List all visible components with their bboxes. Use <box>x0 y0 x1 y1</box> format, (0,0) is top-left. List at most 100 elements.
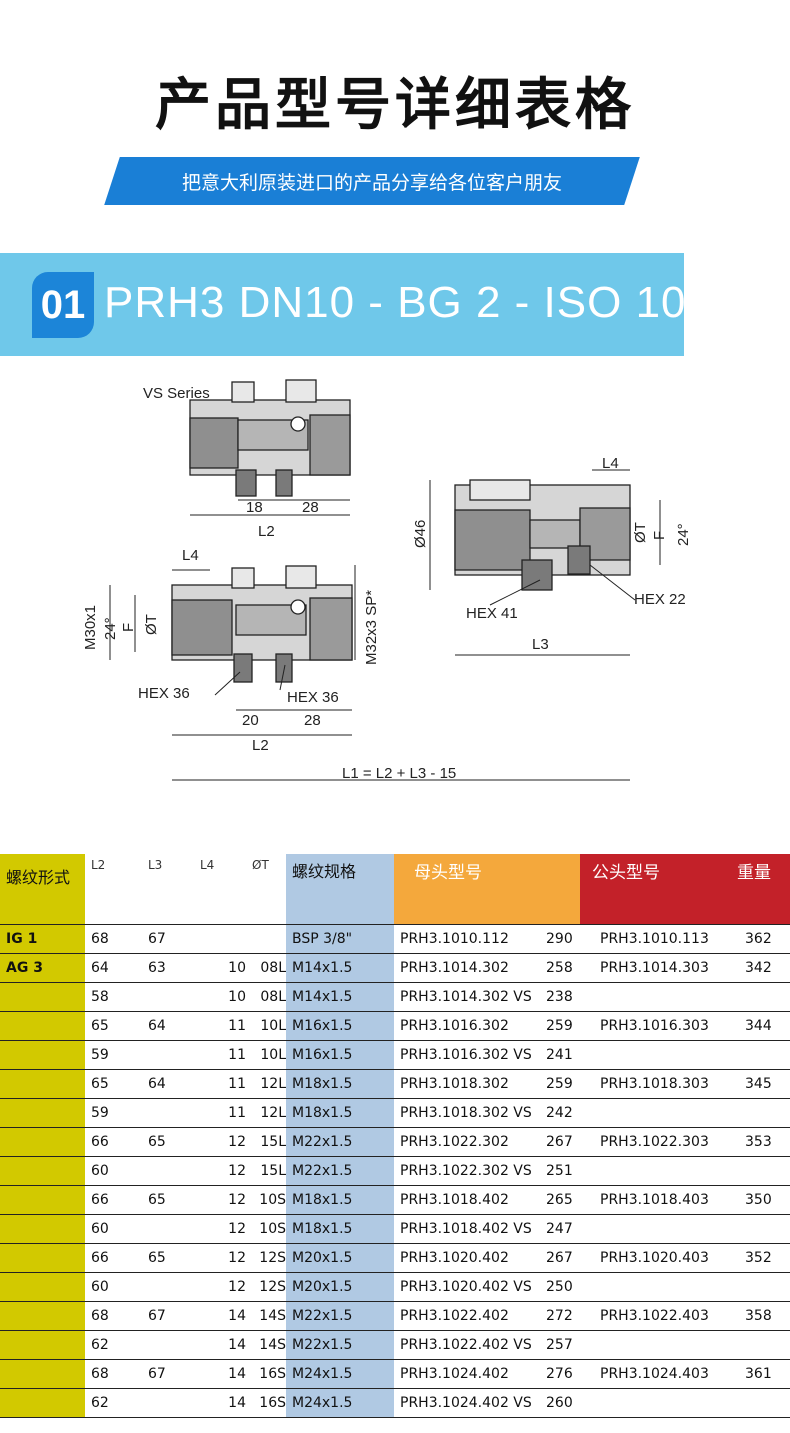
cell-female-weight: 290 <box>540 924 580 954</box>
cell-l3 <box>142 1040 194 1070</box>
dim-46: Ø46 <box>412 520 429 548</box>
cell-l2: 66 <box>85 1127 142 1157</box>
cell-l3: 63 <box>142 953 194 983</box>
cell-l3 <box>142 1098 194 1128</box>
cell-l3: 64 <box>142 1069 194 1099</box>
type-cell <box>0 1185 85 1215</box>
cell-female-weight: 247 <box>540 1214 580 1244</box>
cell-thread-spec: M16x1.5 <box>286 1011 394 1041</box>
type-cell <box>0 1330 85 1360</box>
type-cell <box>0 1156 85 1186</box>
col-l3: L3 <box>142 854 194 925</box>
cell-ot: 14S <box>246 1301 286 1331</box>
cell-male-model: PRH3.1014.303 <box>580 953 725 983</box>
col-thread-type: 螺纹形式 <box>0 854 85 925</box>
dim-l2-top: L2 <box>258 523 275 540</box>
type-cell <box>0 1069 85 1099</box>
cell-male-weight <box>725 1040 790 1070</box>
cell-male-weight <box>725 982 790 1012</box>
cell-female-model: PRH3.1024.402 <box>394 1359 540 1389</box>
cell-male-weight <box>725 1214 790 1244</box>
cell-male-weight <box>725 1156 790 1186</box>
cell-ot: 16S <box>246 1388 286 1418</box>
subtitle-banner: 把意大利原装进口的产品分享给各位客户朋友 <box>104 157 640 205</box>
cell-ot: 08L <box>246 982 286 1012</box>
cell-l3: 67 <box>142 1359 194 1389</box>
type-cell <box>0 1243 85 1273</box>
cell-male-model <box>580 1098 725 1128</box>
cell-female-model: PRH3.1014.302 VS <box>394 982 540 1012</box>
cell-l3 <box>142 1214 194 1244</box>
dim-f-left: F <box>120 623 137 632</box>
cell-l4: 10 <box>194 953 246 983</box>
cell-thread-spec: M24x1.5 <box>286 1388 394 1418</box>
col-male: 公头型号 <box>580 854 725 925</box>
cell-male-model: PRH3.1010.113 <box>580 924 725 954</box>
cell-male-model: PRH3.1018.403 <box>580 1185 725 1215</box>
cell-female-model: PRH3.1014.302 <box>394 953 540 983</box>
cell-male-model: PRH3.1018.303 <box>580 1069 725 1099</box>
dim-l4-left: L4 <box>182 547 199 564</box>
cell-l2: 59 <box>85 1040 142 1070</box>
cell-l2: 62 <box>85 1330 142 1360</box>
col-l2: L2 <box>85 854 142 925</box>
vs-series-label: VS Series <box>143 385 210 402</box>
cell-female-model: PRH3.1020.402 <box>394 1243 540 1273</box>
type-cell <box>0 1272 85 1302</box>
dim-24-left: 24° <box>102 617 119 640</box>
cell-l3 <box>142 1272 194 1302</box>
cell-male-model <box>580 1214 725 1244</box>
cell-l4: 12 <box>194 1127 246 1157</box>
cell-male-model <box>580 1040 725 1070</box>
dim-20: 20 <box>242 712 259 729</box>
dim-28-top: 28 <box>302 499 319 516</box>
cell-male-model <box>580 1156 725 1186</box>
cell-ot: 16S <box>246 1359 286 1389</box>
technical-drawing: VS Series 18 28 L2 L4 M30x1 24° F ØT M32… <box>82 379 692 782</box>
type-cell <box>0 1388 85 1418</box>
cell-male-weight: 361 <box>725 1359 790 1389</box>
cell-male-weight: 342 <box>725 953 790 983</box>
cell-l2: 59 <box>85 1098 142 1128</box>
cell-thread-spec: M24x1.5 <box>286 1359 394 1389</box>
cell-male-model: PRH3.1020.403 <box>580 1243 725 1273</box>
table-header-row: 螺纹形式 L2 L3 L4 ØT 螺纹规格 母头型号 公头型号 重量 <box>0 854 790 925</box>
cell-female-weight: 260 <box>540 1388 580 1418</box>
dim-l2-bottom: L2 <box>252 737 269 754</box>
cell-thread-spec: M22x1.5 <box>286 1301 394 1331</box>
cell-thread-spec: M18x1.5 <box>286 1098 394 1128</box>
cell-l4 <box>194 924 246 954</box>
cell-female-weight: 265 <box>540 1185 580 1215</box>
cell-male-weight: 344 <box>725 1011 790 1041</box>
type-cell <box>0 1127 85 1157</box>
cell-female-weight: 272 <box>540 1301 580 1331</box>
type-cell-ag: AG 3 <box>0 953 85 983</box>
cell-l2: 68 <box>85 1301 142 1331</box>
cell-female-model: PRH3.1020.402 VS <box>394 1272 540 1302</box>
cell-l2: 58 <box>85 982 142 1012</box>
cell-l4: 11 <box>194 1069 246 1099</box>
cell-l2: 66 <box>85 1243 142 1273</box>
cell-l4: 14 <box>194 1388 246 1418</box>
cell-female-weight: 238 <box>540 982 580 1012</box>
col-l4: L4 <box>194 854 246 925</box>
cell-male-weight: 352 <box>725 1243 790 1273</box>
cell-l2: 65 <box>85 1011 142 1041</box>
cell-female-weight: 242 <box>540 1098 580 1128</box>
cell-l3: 65 <box>142 1127 194 1157</box>
cell-ot: 15L <box>246 1156 286 1186</box>
hex36-left: HEX 36 <box>138 685 190 702</box>
cell-l3 <box>142 982 194 1012</box>
dim-l3: L3 <box>532 636 549 653</box>
cell-l2: 68 <box>85 924 142 954</box>
cell-l2: 60 <box>85 1272 142 1302</box>
cell-female-model: PRH3.1016.302 VS <box>394 1040 540 1070</box>
section-banner <box>0 253 684 356</box>
